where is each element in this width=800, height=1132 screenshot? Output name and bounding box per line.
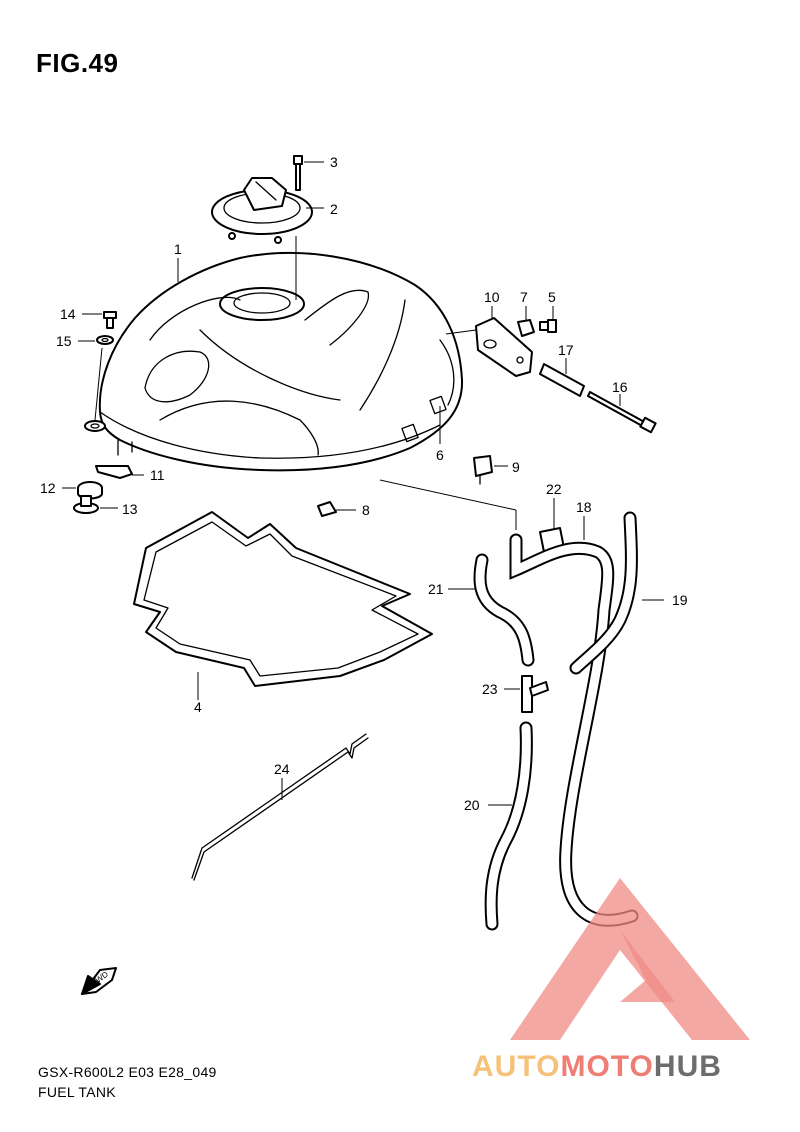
part-bracket-ring [84,420,106,432]
callout-20: 20 [464,797,480,813]
fwd-arrow-icon: FWD [81,967,117,995]
part-19-hose [569,511,638,675]
callout-5: 5 [548,289,556,305]
callout-24: 24 [274,761,290,777]
callout-23: 23 [482,681,498,697]
callout-14: 14 [60,306,76,322]
model-code: GSX-R600L2 E03 E28_049 [38,1064,217,1080]
callout-19: 19 [672,592,688,608]
part-23-joint [521,675,549,713]
part-14-bolt [103,311,117,329]
part-21-hose [473,553,535,667]
callout-labels: 1 2 3 4 5 6 7 8 9 10 11 12 13 14 15 16 1… [40,154,688,813]
callout-8: 8 [362,502,370,518]
watermark-logo [510,878,750,1040]
callout-17: 17 [558,342,574,358]
callout-21: 21 [428,581,444,597]
callout-2: 2 [330,201,338,217]
diagram-caption: FUEL TANK [38,1084,116,1100]
callout-4: 4 [194,699,202,715]
part-11-clip [95,465,133,479]
callout-11: 11 [150,467,165,483]
part-15-washer [96,335,114,345]
callout-6: 6 [436,447,444,463]
part-10-bracket [475,317,533,377]
callout-22: 22 [546,481,562,497]
part-24-rod [191,733,369,881]
part-9-grommet [473,455,493,485]
callout-12: 12 [40,480,56,496]
part-5-bolt [539,319,557,333]
callout-1: 1 [174,241,182,257]
callout-16: 16 [612,379,628,395]
callout-3: 3 [330,154,338,170]
watermark-text: AUTOMOTOHUB [472,1050,722,1084]
part-7-collar [517,319,535,337]
callout-10: 10 [484,289,500,305]
leader-lines [62,161,664,806]
part-18-hose [509,533,639,927]
part-4-seal [133,511,433,687]
part-17-pipe [539,363,585,397]
part-8-clip [317,501,337,517]
part-2-fuel-cap [211,177,313,244]
part-3-screw [293,155,303,191]
callout-9: 9 [512,459,520,475]
part-1-fuel-tank [98,251,464,472]
part-20-hose [484,721,533,931]
callout-18: 18 [576,499,592,515]
watermark-moto: MOTO [560,1050,654,1083]
part-16-rod [587,391,657,434]
callout-15: 15 [56,333,72,349]
callout-7: 7 [520,289,528,305]
figure-title: FIG.49 [36,48,119,78]
watermark-hub: HUB [653,1050,722,1083]
callout-13: 13 [122,501,138,517]
watermark-auto: AUTO [472,1050,561,1083]
part-13-grommet [73,495,99,514]
